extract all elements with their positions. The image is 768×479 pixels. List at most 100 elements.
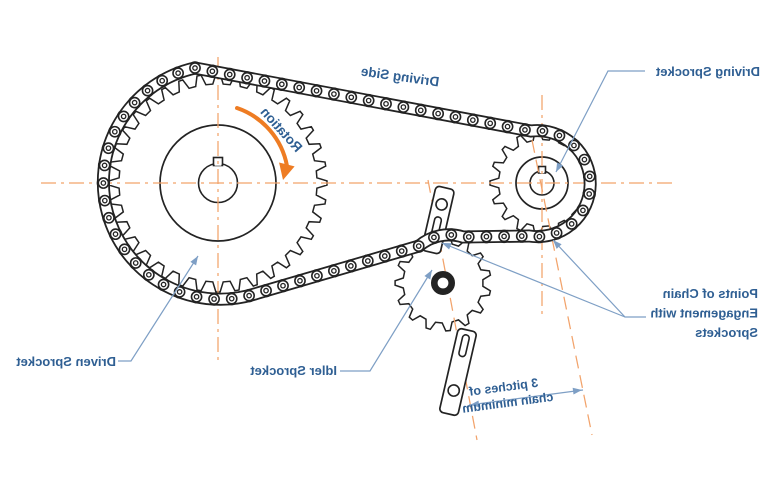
rotation-arrowhead: [279, 162, 295, 180]
chain-pin: [501, 233, 507, 240]
chain-pin: [364, 258, 371, 264]
idler-bracket-layer: [421, 185, 477, 417]
idler-bracket-bottom-hole: [447, 384, 461, 397]
driving-sprocket-label: Driving Sprocket: [655, 64, 760, 79]
chain-pin: [160, 281, 167, 288]
rotation-arrow-arc: [235, 106, 289, 168]
chain-pin: [487, 120, 494, 127]
chain-pin: [132, 260, 139, 266]
chain-pin: [348, 263, 354, 269]
chain-pin: [331, 267, 337, 274]
chain-pin: [121, 246, 128, 253]
idler-sprocket-label: Idler Sprocket: [250, 363, 337, 378]
chain-pin: [348, 94, 355, 101]
chain-pin: [469, 117, 476, 123]
driving-sprocket-leader-arrowhead: [556, 162, 564, 172]
driving-pitch-reference-line: [531, 139, 593, 436]
chain-pin: [452, 113, 459, 120]
engagement-label-line2: Engagement with: [650, 306, 758, 321]
chain-pin: [131, 99, 138, 106]
chain-pin: [100, 180, 107, 186]
driven-sprocket-label: Driven Sprocket: [16, 354, 116, 369]
chain-pin: [483, 233, 490, 240]
chain-pin: [226, 71, 233, 78]
chain-pin: [383, 100, 389, 107]
pitch-dimension-line: [468, 389, 584, 406]
driving-side-label: Driving Side: [360, 64, 441, 90]
driving-sprocket-leader: [555, 70, 645, 173]
chain-pin: [398, 248, 405, 254]
chain-pin: [111, 128, 118, 135]
chain-pin: [112, 231, 119, 237]
chain-pin: [193, 293, 200, 300]
chain-pin: [465, 234, 472, 240]
chain-pin: [431, 234, 437, 241]
chain-pin: [417, 107, 424, 114]
chain-pin: [381, 253, 388, 259]
idler-sprocket-leader-arrowhead: [424, 270, 432, 280]
pitch-dimension-arrow-left: [572, 387, 582, 395]
chain-pin: [365, 97, 372, 104]
chain-pin: [522, 127, 528, 133]
chain-pin: [448, 232, 455, 238]
idler-bolt: [432, 271, 455, 294]
chain-pin: [105, 145, 112, 152]
chain-pin: [586, 173, 593, 180]
chain-pin: [553, 230, 560, 236]
chain-pin: [209, 68, 216, 75]
idler-sprocket-leader: [340, 269, 433, 372]
chain-pin: [144, 87, 151, 94]
leader-lines-layer: [118, 70, 646, 408]
chain-pin: [297, 277, 303, 284]
chain-pin: [159, 77, 166, 84]
chain-pin: [504, 123, 511, 130]
chain-pin: [228, 295, 235, 302]
driven-sprocket-leader-arrowhead: [190, 256, 198, 266]
engagement-label-line1: Points of Chain: [663, 286, 758, 301]
chain-pin: [278, 81, 285, 88]
chain-pin: [106, 214, 112, 221]
chain-pin: [175, 70, 181, 76]
chain-pin: [296, 84, 303, 91]
chain-pin: [539, 128, 546, 134]
chain-pin: [415, 243, 422, 249]
engagement-leader-idler-arrowhead: [442, 243, 452, 250]
chain-pin: [120, 113, 127, 120]
pitch-dimension-arrow-right: [470, 400, 480, 408]
chain-pin: [518, 233, 525, 239]
chain-pin: [176, 289, 183, 295]
chain-pin: [331, 91, 337, 97]
chain-pin: [101, 197, 108, 204]
driven-sprocket-leader: [118, 255, 199, 362]
chain-pin: [581, 156, 588, 163]
chain-pin: [400, 104, 407, 110]
chain-pin: [586, 191, 593, 197]
idler-bracket-top-hole: [435, 198, 448, 211]
chain-pin: [261, 78, 268, 84]
roller-chain: [96, 61, 597, 306]
chain-pin: [568, 221, 575, 227]
chain-pin: [536, 233, 543, 240]
chain-pin: [571, 142, 577, 149]
chain-pin: [280, 282, 286, 289]
chain-pin: [556, 132, 563, 139]
chain-pin: [145, 271, 152, 278]
chain-pin: [435, 110, 441, 117]
engagement-leader-driving: [552, 239, 646, 318]
chain-pin: [101, 162, 108, 169]
chain-pin: [246, 292, 252, 299]
idler-bracket-bottom-slot: [458, 334, 471, 358]
chain-pin: [244, 74, 250, 81]
engagement-label-line3: Sprockets: [695, 325, 758, 340]
chain-pin: [211, 296, 217, 302]
idler-bracket-bottom: [439, 327, 477, 417]
chain-pin: [192, 65, 198, 71]
chain-pin: [313, 87, 320, 94]
chain-pin: [263, 287, 269, 294]
engagement-leader-idler: [441, 242, 626, 318]
rotation-arrow-layer: [235, 106, 295, 180]
chain-pin: [314, 272, 320, 279]
